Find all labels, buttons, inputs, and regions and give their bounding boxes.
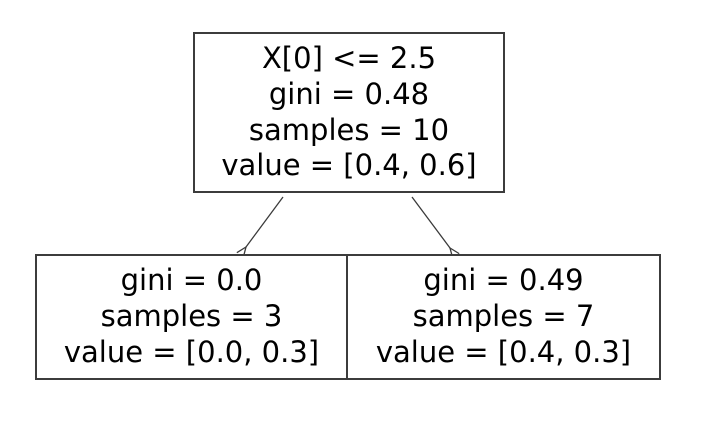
root-value: value = [0.4, 0.6] bbox=[221, 148, 477, 183]
right-leaf-gini: gini = 0.49 bbox=[423, 263, 584, 298]
left-leaf-gini: gini = 0.0 bbox=[120, 263, 263, 298]
left-leaf-value: value = [0.0, 0.3] bbox=[63, 334, 320, 369]
right-leaf-node: gini = 0.49 samples = 7 value = [0.4, 0.… bbox=[346, 254, 661, 380]
root-gini: gini = 0.48 bbox=[268, 76, 430, 111]
root-samples: samples = 10 bbox=[248, 112, 450, 147]
root-node: X[0] <= 2.5 gini = 0.48 samples = 10 val… bbox=[193, 32, 505, 193]
left-leaf-samples: samples = 3 bbox=[100, 299, 283, 334]
edge-root-to-right-child bbox=[411, 196, 450, 248]
right-leaf-value: value = [0.4, 0.3] bbox=[375, 334, 632, 369]
left-leaf-node: gini = 0.0 samples = 3 value = [0.0, 0.3… bbox=[35, 254, 348, 380]
right-leaf-samples: samples = 7 bbox=[412, 299, 595, 334]
edge-root-to-left-child bbox=[246, 196, 284, 247]
root-split-condition: X[0] <= 2.5 bbox=[261, 40, 437, 75]
